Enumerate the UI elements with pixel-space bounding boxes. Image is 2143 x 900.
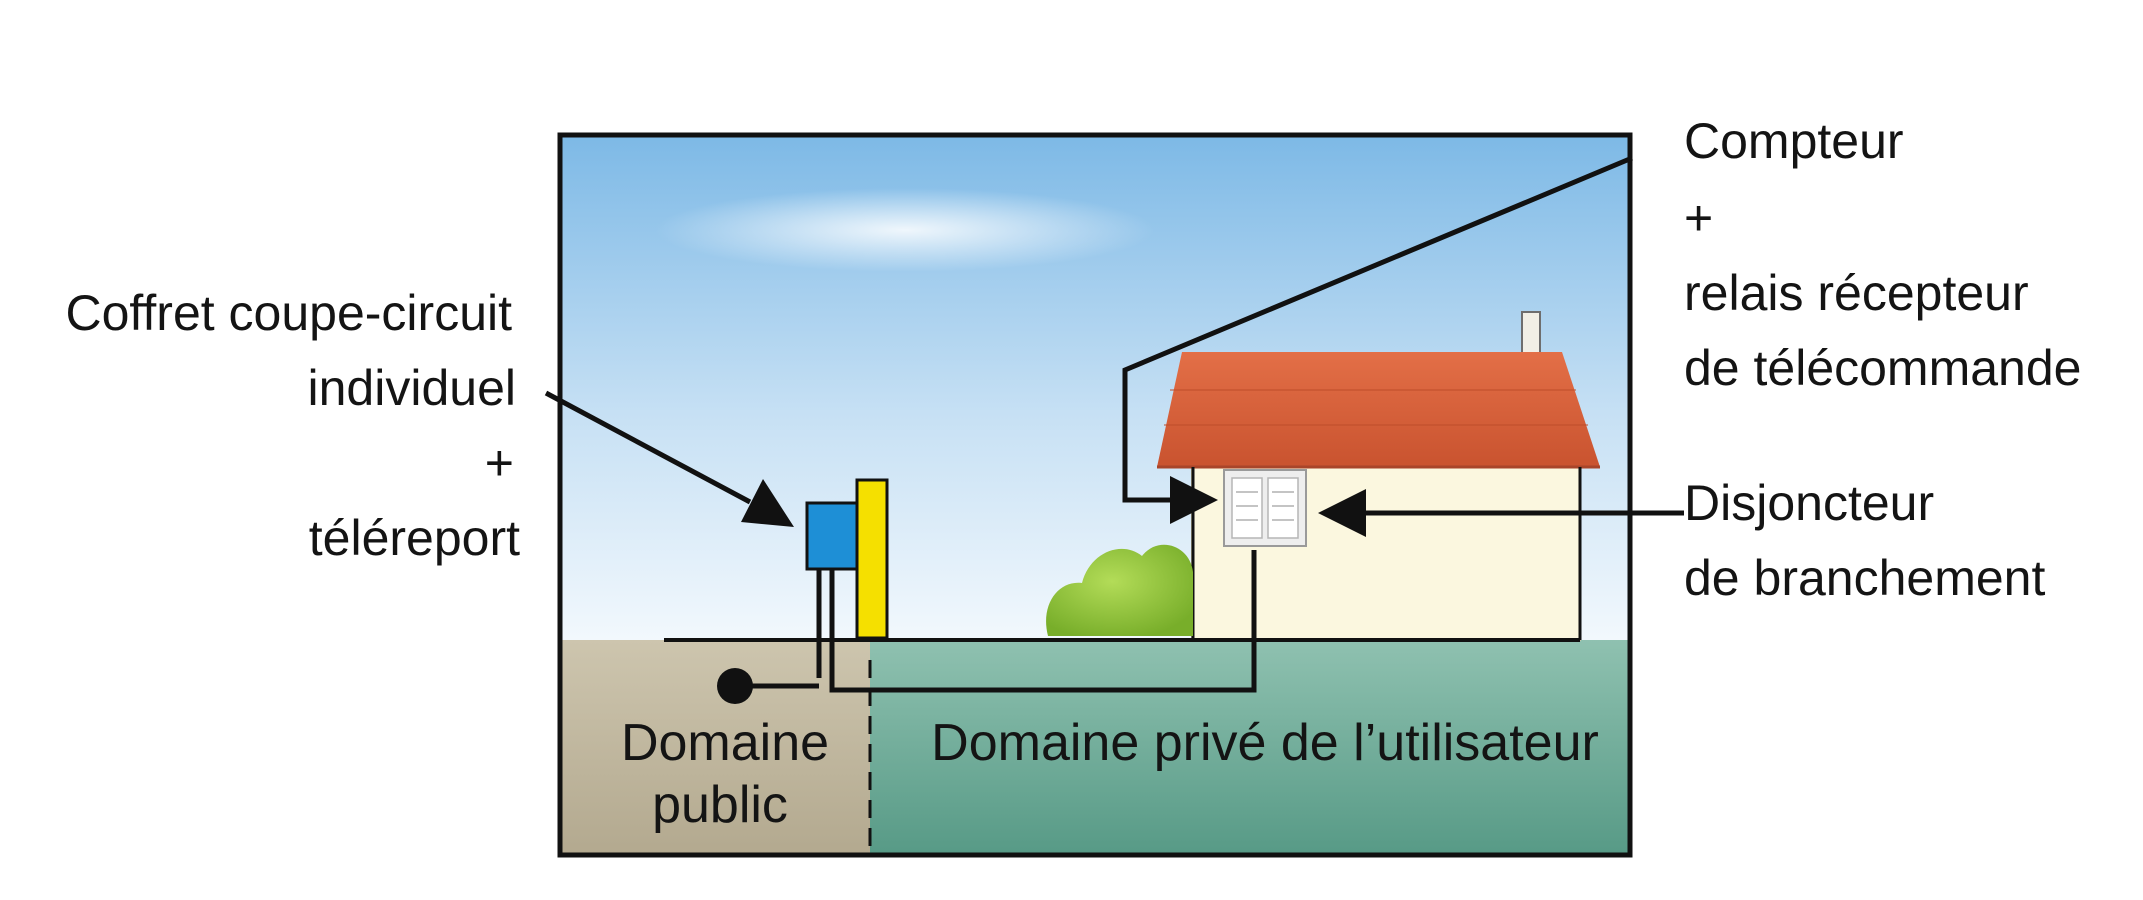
meter-panel-icon <box>1223 469 1307 547</box>
domaine-public-line1: Domaine <box>621 714 829 772</box>
compteur-label: Compteur + relais récepteur de télécomma… <box>1684 113 2081 396</box>
compteur-callout <box>1122 155 1633 524</box>
connection-point-icon <box>717 668 753 704</box>
coffret-callout <box>544 390 794 527</box>
disjoncteur-label: Disjoncteur de branchement <box>1684 475 2045 606</box>
compteur-label-line2: + <box>1684 190 1713 246</box>
disjoncteur-label-line2: de branchement <box>1684 550 2045 606</box>
scene-frame <box>557 132 1633 858</box>
cloud <box>655 188 1155 272</box>
coffret-label-line4: téléreport <box>309 510 520 566</box>
disjoncteur-callout <box>1318 489 1684 537</box>
ground-private <box>870 640 1630 855</box>
coffret-label: Coffret coupe-circuit individuel + télér… <box>66 285 521 566</box>
cable-lines <box>740 550 1257 693</box>
disjoncteur-label-line1: Disjoncteur <box>1684 475 1934 531</box>
coffret-label-line2: individuel <box>308 360 516 416</box>
domaine-prive-label: Domaine privé de l’utilisateur <box>931 714 1599 772</box>
compteur-label-line4: de télécommande <box>1684 340 2081 396</box>
coffret-label-line3: + <box>485 435 514 491</box>
domaine-public-line2: public <box>652 776 788 834</box>
domaine-public-label: Domaine public <box>621 714 829 834</box>
coffret-label-line1: Coffret coupe-circuit <box>66 285 513 341</box>
coffret-box-icon <box>805 478 889 640</box>
compteur-label-line3: relais récepteur <box>1684 265 2029 321</box>
compteur-label-line1: Compteur <box>1684 113 1904 169</box>
bush-icon <box>1046 544 1193 636</box>
